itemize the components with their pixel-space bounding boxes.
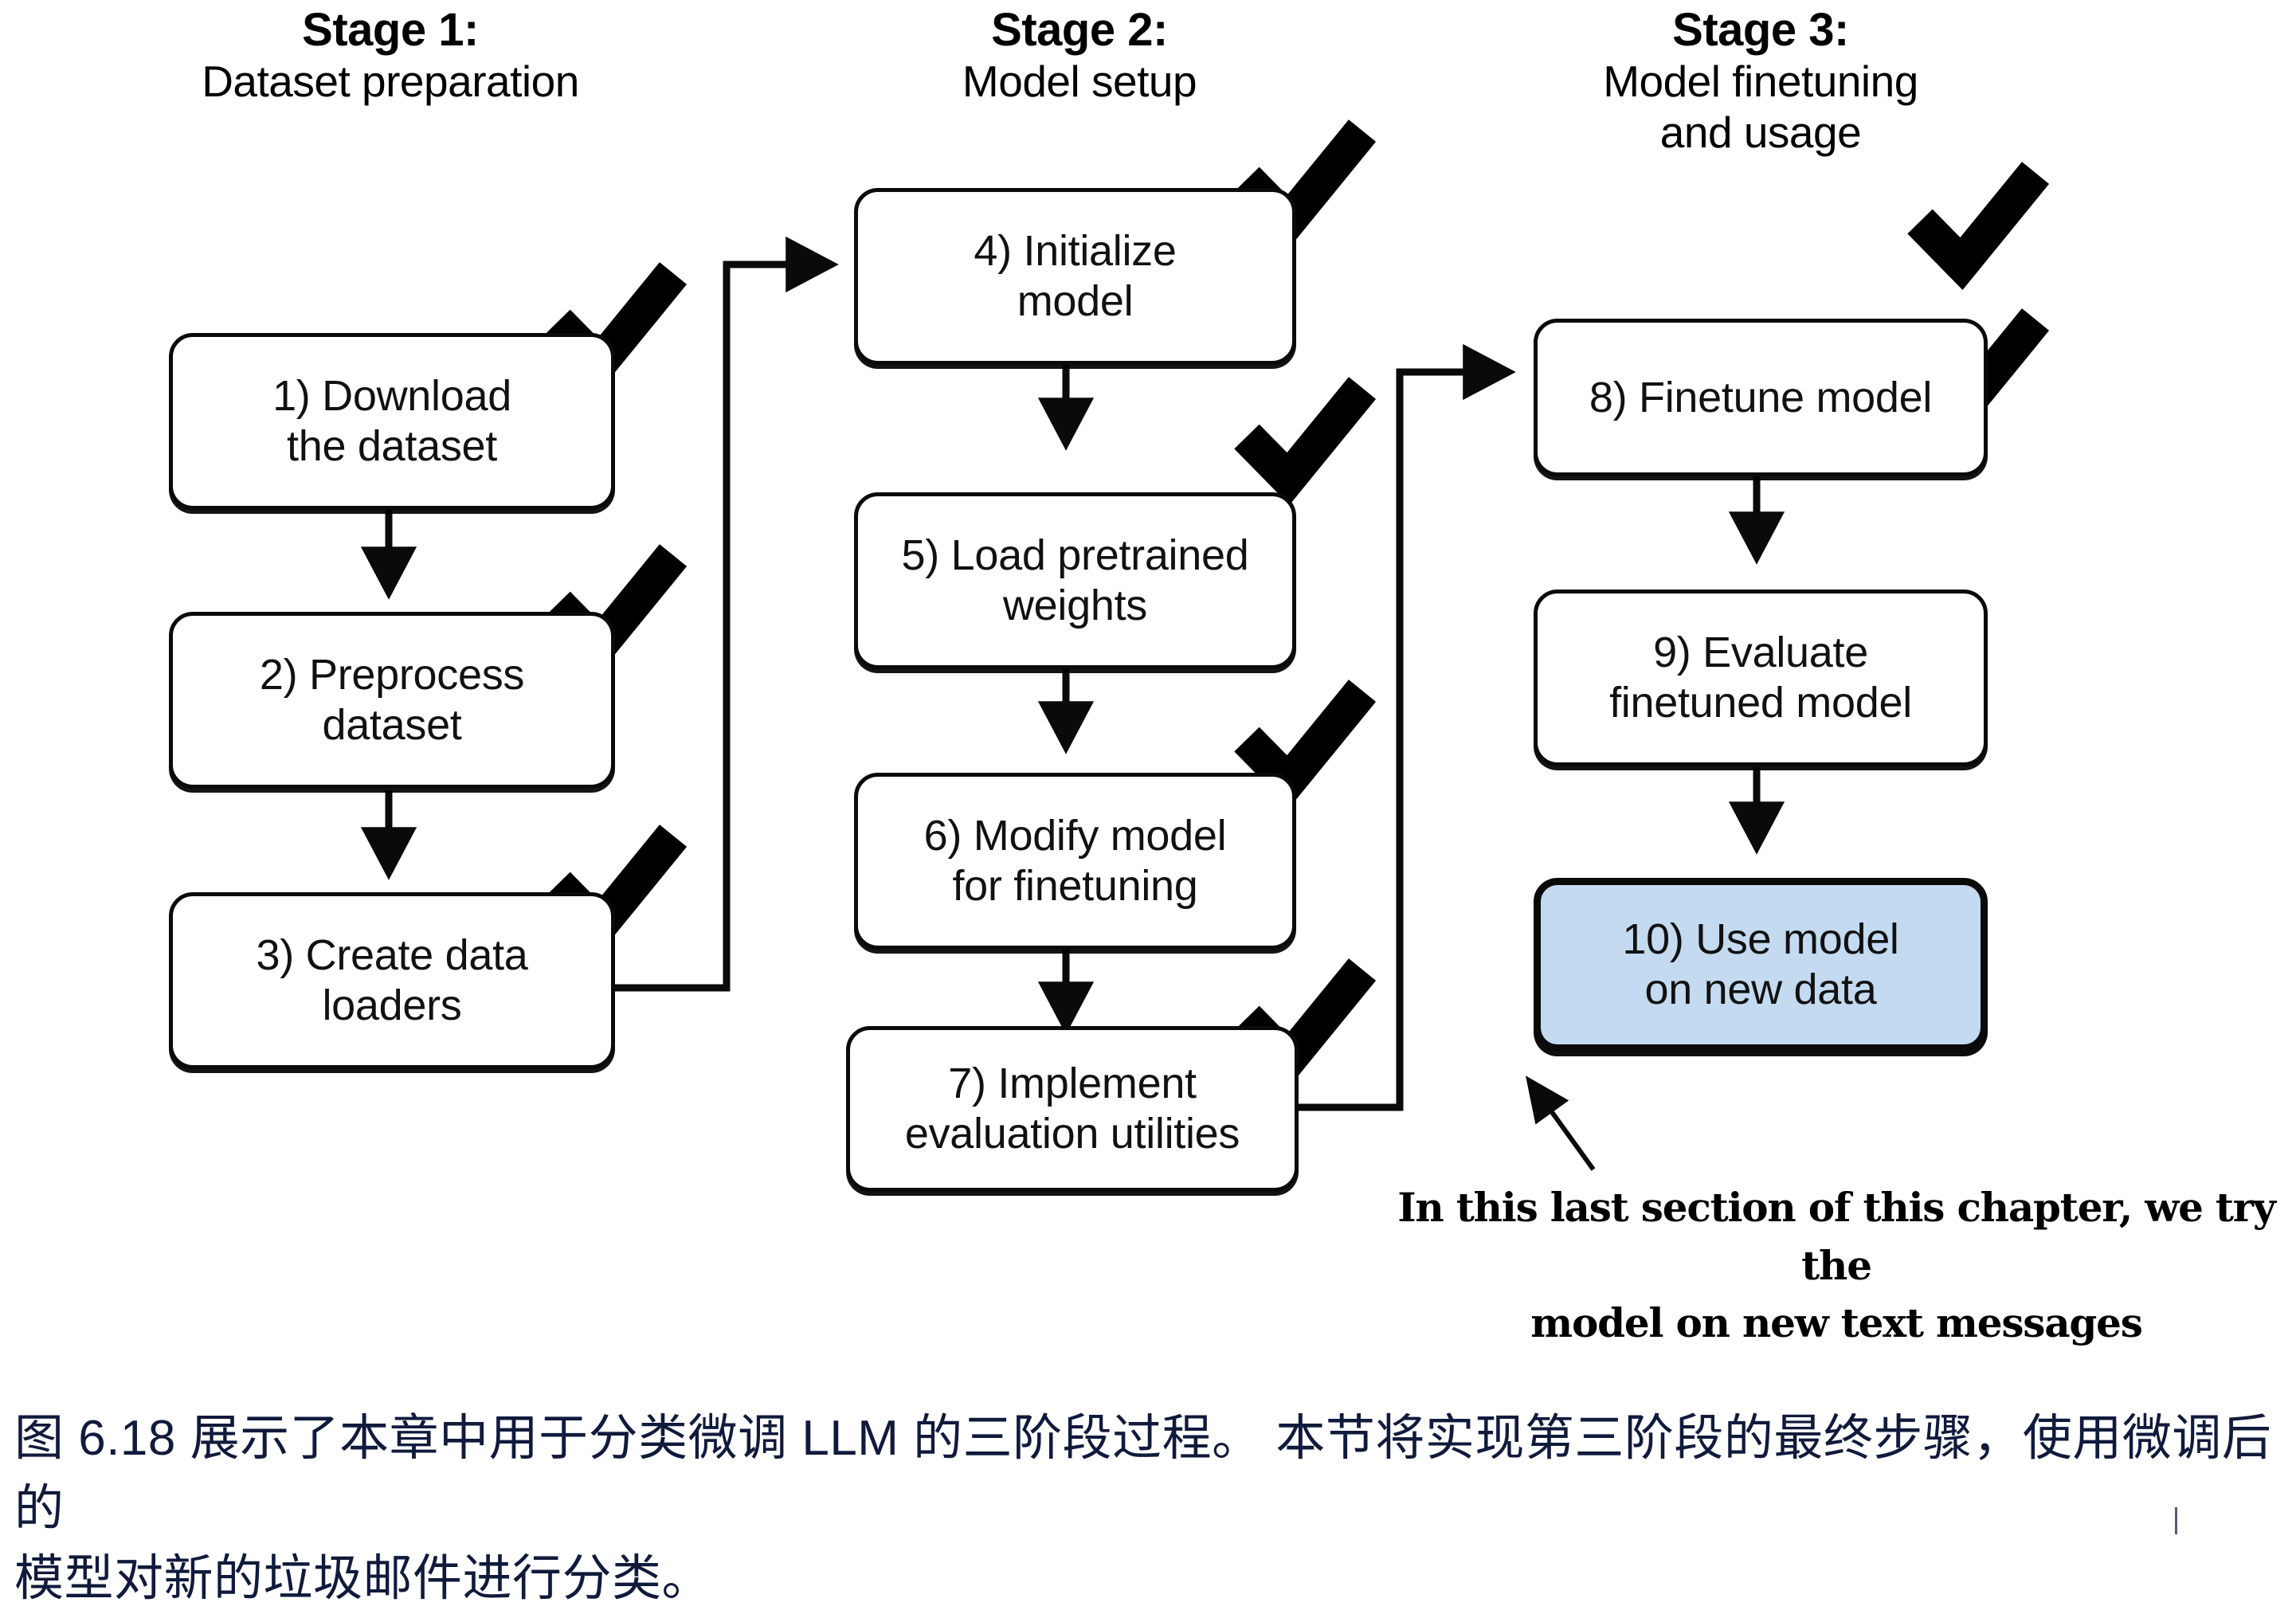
node-evaluate-finetuned-model[interactable]: 9) Evaluate finetuned model xyxy=(1534,590,1988,766)
stage-2-title: Stage 2: xyxy=(991,4,1168,56)
node-5-line-2: weights xyxy=(1002,582,1147,629)
stage-3-subtitle-line-1: Model finetuning xyxy=(1603,57,1918,107)
figure-caption: 图 6.18 展示了本章中用于分类微调 LLM 的三阶段过程。 本节将实现第三阶… xyxy=(14,1404,2277,1614)
node-7-line-2: evaluation utilities xyxy=(904,1110,1240,1158)
node-use-model-on-new-data[interactable]: 10) Use model on new data xyxy=(1534,878,1988,1052)
node-3-line-2: loaders xyxy=(322,981,462,1029)
checkmark-node-6 xyxy=(1234,680,1377,808)
node-1-label: 1) Download the dataset xyxy=(263,371,521,471)
node-load-pretrained-weights[interactable]: 5) Load pretrained weights xyxy=(854,492,1296,669)
annotation-line-1: In this last section of this chapter, we… xyxy=(1397,1184,2276,1289)
node-1-line-1: 1) Download xyxy=(272,372,511,421)
node-9-line-1: 9) Evaluate xyxy=(1653,629,1868,677)
node-5-label: 5) Load pretrained weights xyxy=(892,531,1259,630)
stage-3-header: Stage 3: Model finetuning and usage xyxy=(1474,3,2047,159)
stage-2-header: Stage 2: Model setup xyxy=(793,3,1366,108)
node-preprocess-dataset[interactable]: 2) Preprocess dataset xyxy=(169,612,615,789)
node-8-label: 8) Finetune model xyxy=(1580,373,1941,423)
figure-canvas: Stage 1: Dataset preparation Stage 2: Mo… xyxy=(14,3,2286,1606)
node-3-label: 3) Create data loaders xyxy=(247,930,538,1030)
stage-1-subtitle: Dataset preparation xyxy=(202,57,579,107)
node-7-label: 7) Implement evaluation utilities xyxy=(895,1059,1249,1158)
checkmark-node-8 xyxy=(1907,162,2050,290)
node-5-line-1: 5) Load pretrained xyxy=(901,531,1249,580)
node-2-line-2: dataset xyxy=(322,701,462,749)
node-6-line-1: 6) Modify model xyxy=(923,812,1227,860)
node-2-line-1: 2) Preprocess xyxy=(259,651,525,699)
node-modify-model-for-finetuning[interactable]: 6) Modify model for finetuning xyxy=(854,773,1296,950)
node-4-line-1: 4) Initialize xyxy=(974,227,1177,276)
node-9-label: 9) Evaluate finetuned model xyxy=(1600,628,1922,727)
node-4-label: 4) Initialize model xyxy=(964,226,1185,326)
stage-3-title: Stage 3: xyxy=(1672,4,1849,56)
node-1-line-2: the dataset xyxy=(287,422,497,470)
checkmark-node-5 xyxy=(1234,377,1377,505)
stage-2-subtitle: Model setup xyxy=(962,57,1197,107)
annotation-line-2: model on new text messages xyxy=(1530,1299,2143,1346)
node-6-line-2: for finetuning xyxy=(952,862,1198,910)
arrow-stage2-to-stage3 xyxy=(1297,343,1516,1111)
node-3-line-1: 3) Create data xyxy=(256,931,528,980)
node-8-line-1: 8) Finetune model xyxy=(1589,373,1933,421)
text-caret xyxy=(2175,1507,2177,1534)
node-6-label: 6) Modify model for finetuning xyxy=(915,811,1236,911)
node-download-the-dataset[interactable]: 1) Download the dataset xyxy=(169,333,615,510)
stage-3-subtitle-line-2: and usage xyxy=(1659,108,1862,158)
node-4-line-2: model xyxy=(1017,277,1134,325)
node-10-label: 10) Use model on new data xyxy=(1612,915,1908,1014)
node-9-line-2: finetuned model xyxy=(1609,679,1912,727)
node-create-data-loaders[interactable]: 3) Create data loaders xyxy=(169,892,615,1069)
node-10-line-1: 10) Use model xyxy=(1622,915,1899,964)
stage-1-header: Stage 1: Dataset preparation xyxy=(104,3,677,108)
caption-line-2: 模型对新的垃圾邮件进行分类。 xyxy=(14,1551,712,1607)
node-2-label: 2) Preprocess dataset xyxy=(250,650,534,750)
node-10-line-2: on new data xyxy=(1644,966,1877,1013)
annotation-pointer-arrow xyxy=(1525,1075,1596,1171)
node-initialize-model[interactable]: 4) Initialize model xyxy=(854,188,1296,365)
node-7-line-1: 7) Implement xyxy=(948,1060,1197,1108)
stage-1-title: Stage 1: xyxy=(302,4,479,56)
caption-line-1: 图 6.18 展示了本章中用于分类微调 LLM 的三阶段过程。 本节将实现第三阶… xyxy=(14,1411,2272,1537)
node-finetune-model[interactable]: 8) Finetune model xyxy=(1534,319,1988,476)
annotation-text: In this last section of this chapter, we… xyxy=(1386,1179,2286,1353)
arrow-stage1-to-stage2 xyxy=(613,236,839,992)
node-implement-evaluation-utilities[interactable]: 7) Implement evaluation utilities xyxy=(846,1026,1299,1192)
